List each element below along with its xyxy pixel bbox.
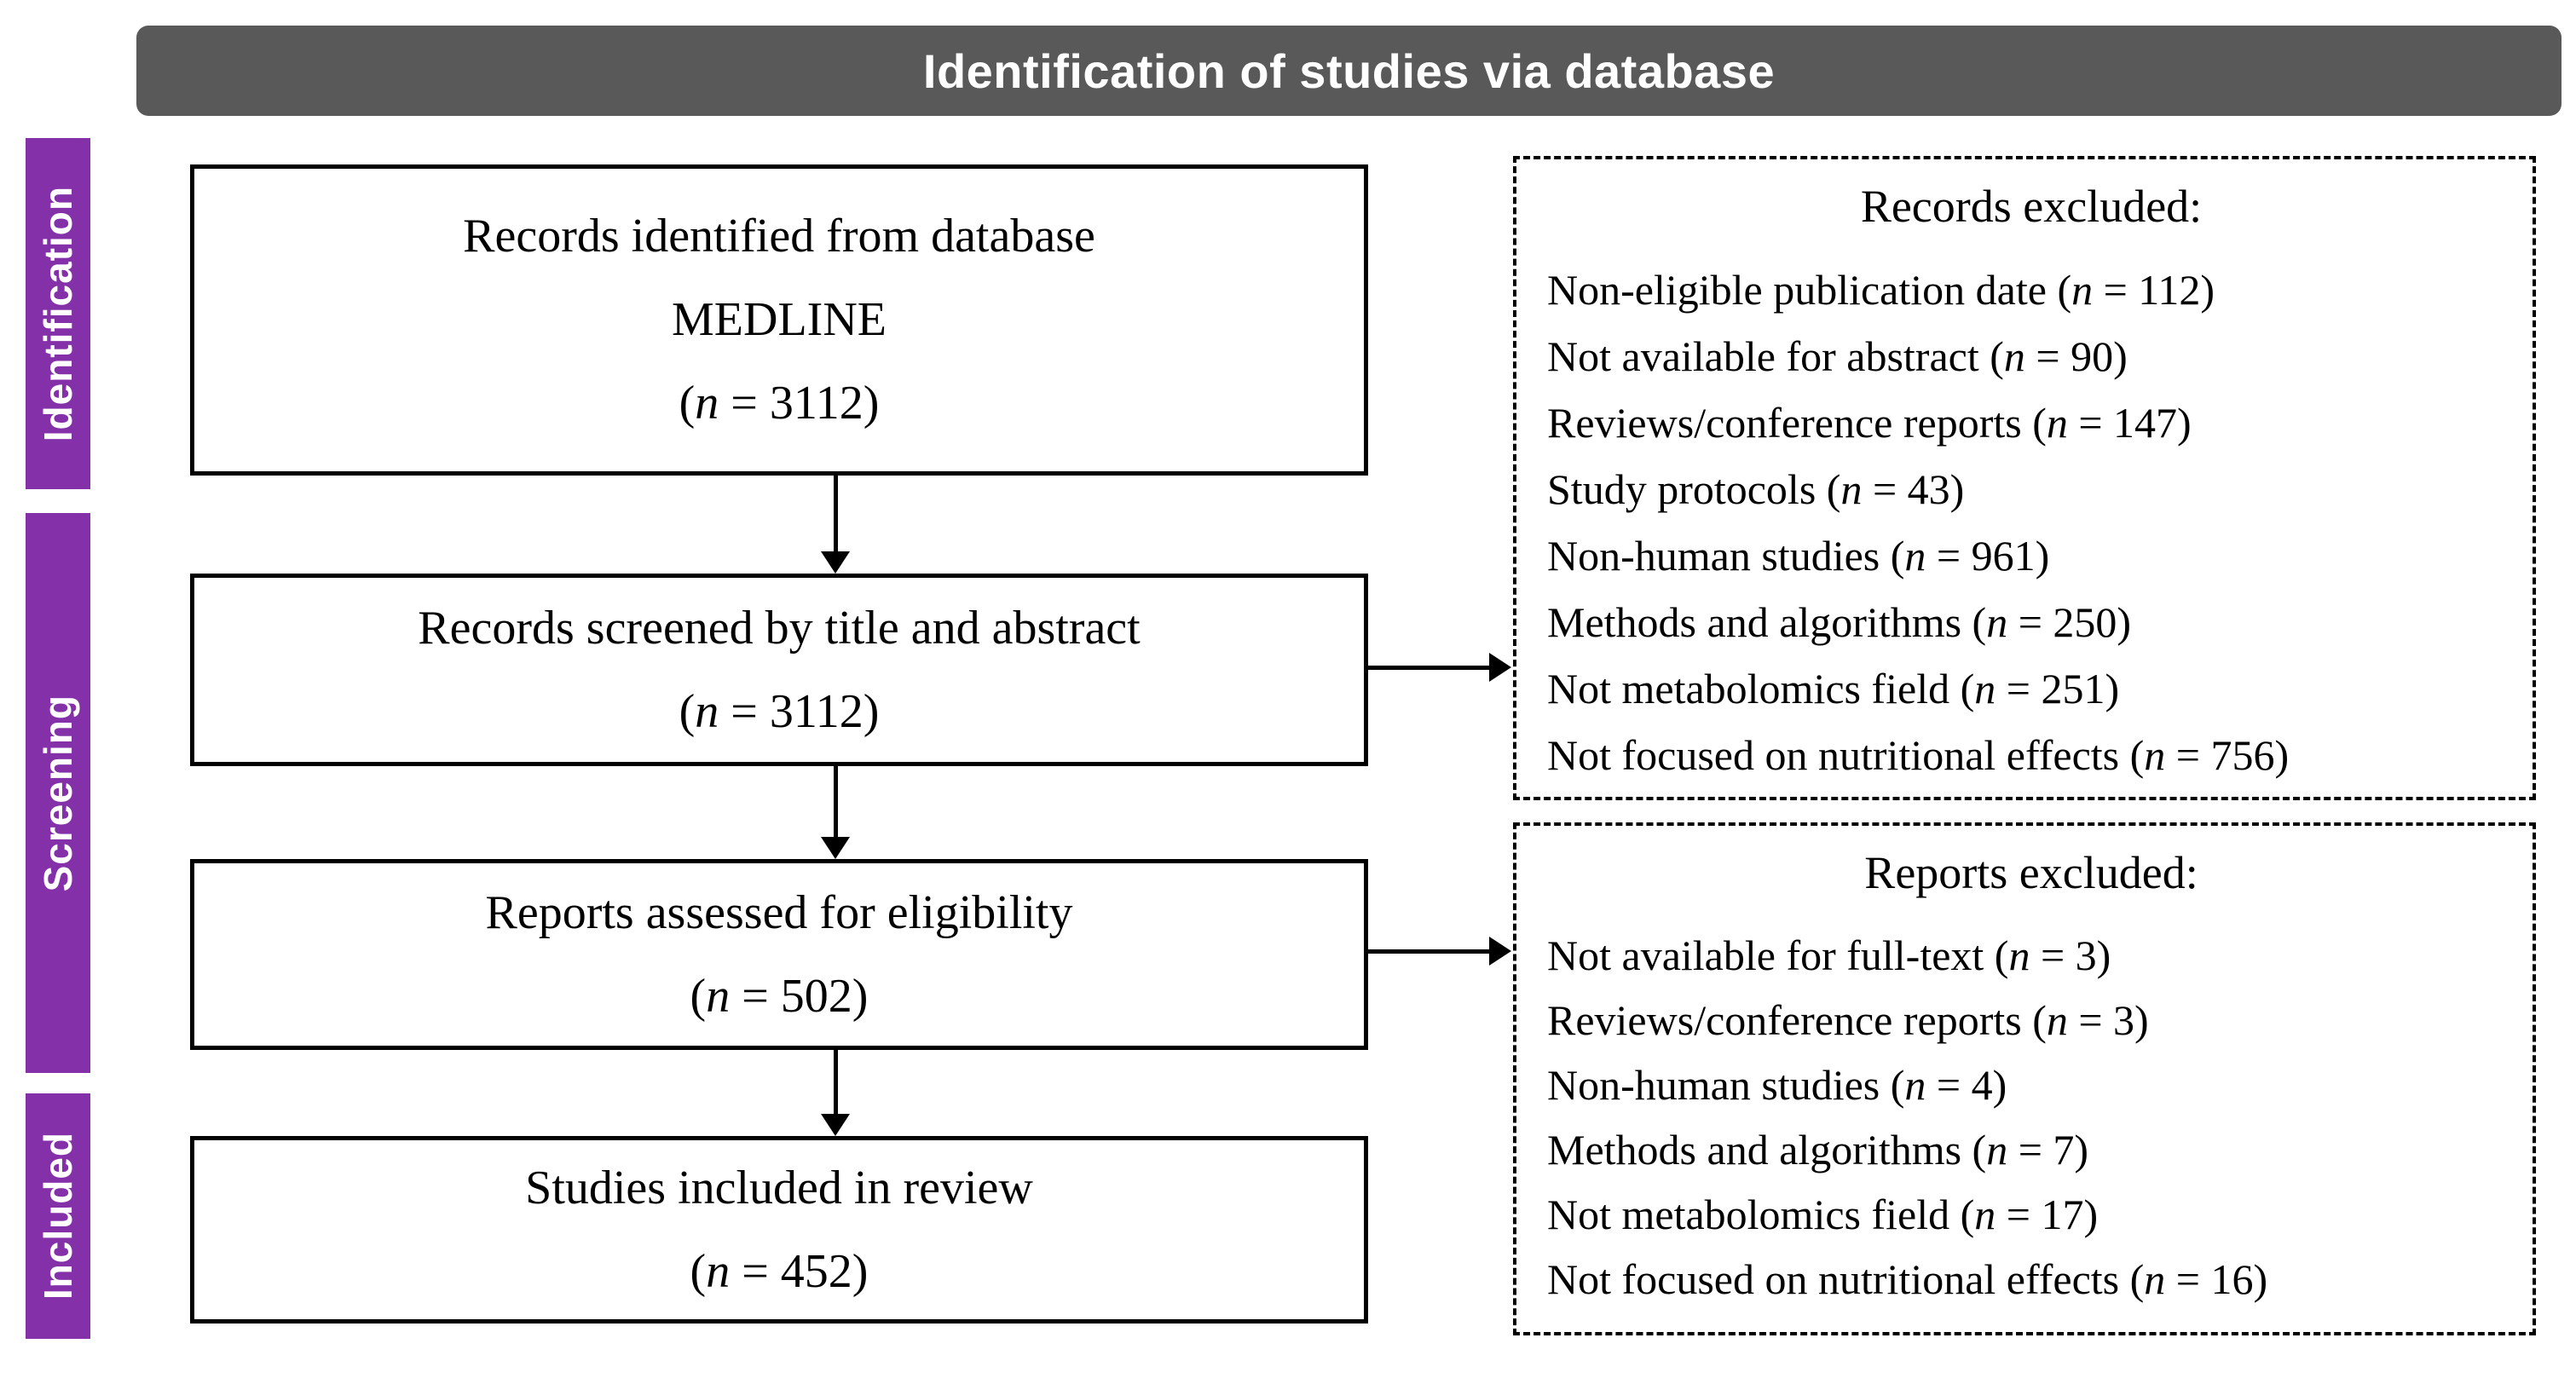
arrow-down-icon xyxy=(821,837,850,859)
flow-box-records-identified: Records identified from database MEDLINE… xyxy=(190,164,1368,476)
header-bar: Identification of studies via database xyxy=(136,26,2562,116)
excluded-item: Non-human studies (n = 961) xyxy=(1547,532,2050,580)
excluded-item: Non-eligible publication date (n = 112) xyxy=(1547,266,2215,314)
stage-label-screening: Screening xyxy=(36,694,80,892)
flow-box-line: Records screened by title and abstract xyxy=(418,601,1141,655)
flow-box-line: MEDLINE xyxy=(672,293,887,347)
records-excluded-box: Records excluded: Non-eligible publicati… xyxy=(1513,156,2536,800)
stage-label-included: Included xyxy=(36,1132,80,1300)
arrow-screened-to-assessed xyxy=(821,766,850,859)
arrow-shaft xyxy=(1368,665,1489,670)
arrow-right-icon xyxy=(1489,653,1511,682)
excluded-item: Not available for abstract (n = 90) xyxy=(1547,332,2128,380)
flow-box-line: Studies included in review xyxy=(525,1161,1033,1214)
arrow-identified-to-screened xyxy=(821,476,850,574)
flow-box-line: Records identified from database xyxy=(463,210,1095,263)
stage-label-identification: Identification xyxy=(36,185,80,442)
excluded-item: Not metabolomics field (n = 17) xyxy=(1547,1191,2099,1238)
flow-box-count: (n = 452) xyxy=(690,1245,869,1298)
header-title: Identification of studies via database xyxy=(922,43,1776,98)
flow-box-records-screened: Records screened by title and abstract (… xyxy=(190,574,1368,766)
excluded-item: Reviews/conference reports (n = 3) xyxy=(1547,996,2149,1044)
arrow-assessed-to-included xyxy=(821,1049,850,1136)
excluded-item: Reviews/conference reports (n = 147) xyxy=(1547,399,2192,447)
reports-excluded-box: Reports excluded: Not available for full… xyxy=(1513,822,2536,1335)
arrow-shaft xyxy=(833,476,838,551)
arrow-screened-to-records-excluded xyxy=(1368,653,1511,682)
excluded-item: Study protocols (n = 43) xyxy=(1547,465,1965,513)
flow-box-count: (n = 3112) xyxy=(679,377,880,430)
excluded-item: Not metabolomics field (n = 251) xyxy=(1547,665,2120,712)
excluded-item: Not focused on nutritional effects (n = … xyxy=(1547,731,2290,779)
reports-excluded-title: Reports excluded: xyxy=(1864,847,2198,898)
excluded-item: Non-human studies (n = 4) xyxy=(1547,1061,2007,1109)
flow-box-count: (n = 3112) xyxy=(679,685,880,738)
arrow-shaft xyxy=(833,766,838,837)
arrow-shaft xyxy=(1368,949,1489,954)
flow-box-line: Reports assessed for eligibility xyxy=(485,885,1073,939)
arrow-shaft xyxy=(833,1049,838,1114)
excluded-item: Not available for full-text (n = 3) xyxy=(1547,931,2111,979)
flow-box-studies-included: Studies included in review (n = 452) xyxy=(190,1136,1368,1323)
stage-bar-screening: Screening xyxy=(26,513,90,1073)
stage-bar-identification: Identification xyxy=(26,138,90,489)
flow-box-reports-assessed: Reports assessed for eligibility (n = 50… xyxy=(190,859,1368,1050)
excluded-item: Methods and algorithms (n = 7) xyxy=(1547,1126,2089,1174)
arrow-assessed-to-reports-excluded xyxy=(1368,937,1511,966)
excluded-item: Methods and algorithms (n = 250) xyxy=(1547,598,2132,646)
arrow-down-icon xyxy=(821,551,850,574)
excluded-item: Not focused on nutritional effects (n = … xyxy=(1547,1255,2268,1303)
records-excluded-title: Records excluded: xyxy=(1860,181,2203,232)
arrow-down-icon xyxy=(821,1114,850,1136)
stage-bar-included: Included xyxy=(26,1093,90,1339)
flow-box-count: (n = 502) xyxy=(690,970,869,1023)
arrow-right-icon xyxy=(1489,937,1511,966)
